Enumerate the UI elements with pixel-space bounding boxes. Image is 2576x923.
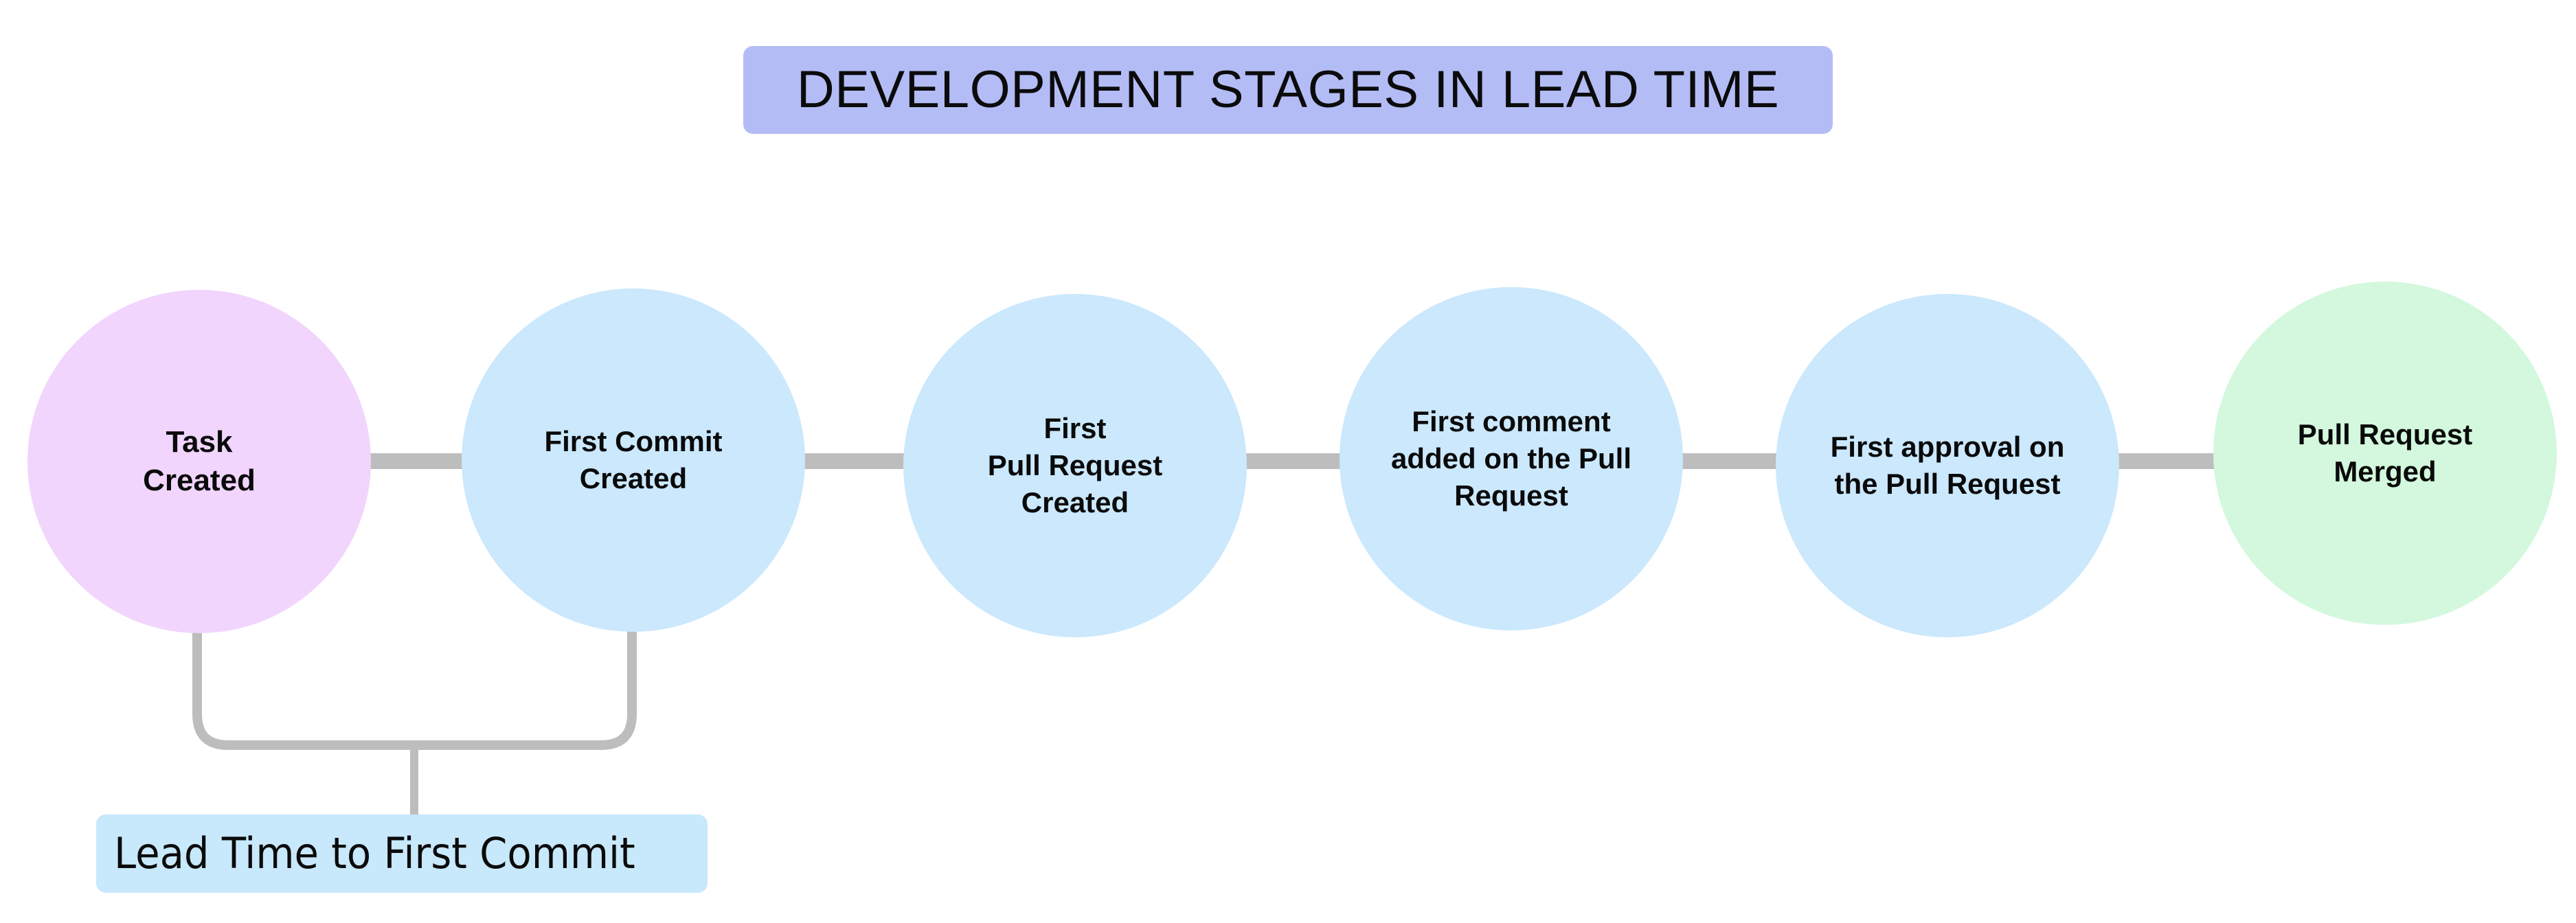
node-task-created[interactable]: Task Created: [27, 290, 371, 633]
node-pull-request-merged[interactable]: Pull Request Merged: [2213, 282, 2557, 625]
connector-approval-to-merged: [2112, 453, 2220, 469]
node-label: First comment added on the Pull Request: [1390, 405, 1631, 512]
node-first-comment-on-pull-request[interactable]: First comment added on the Pull Request: [1340, 287, 1683, 630]
node-label: First Pull Request Created: [987, 412, 1163, 519]
node-label: First Commit Created: [544, 425, 723, 494]
bracket-caption-lead-time-to-first-commit: Lead Time to First Commit: [96, 814, 708, 893]
node-first-pull-request-created[interactable]: First Pull Request Created: [903, 294, 1247, 637]
connector-task-to-commit: [363, 453, 470, 469]
diagram-title-banner: DEVELOPMENT STAGES IN LEAD TIME: [743, 46, 1833, 134]
connector-commit-to-pr: [798, 453, 910, 469]
page-title: DEVELOPMENT STAGES IN LEAD TIME: [796, 60, 1780, 119]
node-first-approval-on-pull-request[interactable]: First approval on the Pull Request: [1776, 294, 2119, 637]
node-label: First approval on the Pull Request: [1830, 431, 2065, 500]
node-label: Task Created: [143, 424, 256, 497]
node-first-commit-created[interactable]: First Commit Created: [462, 288, 805, 632]
node-label: Pull Request Merged: [2297, 418, 2473, 488]
connector-comment-to-approval: [1676, 453, 1783, 469]
connector-pr-to-comment: [1240, 453, 1346, 469]
bracket-caption-label: Lead Time to First Commit: [114, 828, 635, 878]
lead-time-bracket: [192, 630, 637, 750]
